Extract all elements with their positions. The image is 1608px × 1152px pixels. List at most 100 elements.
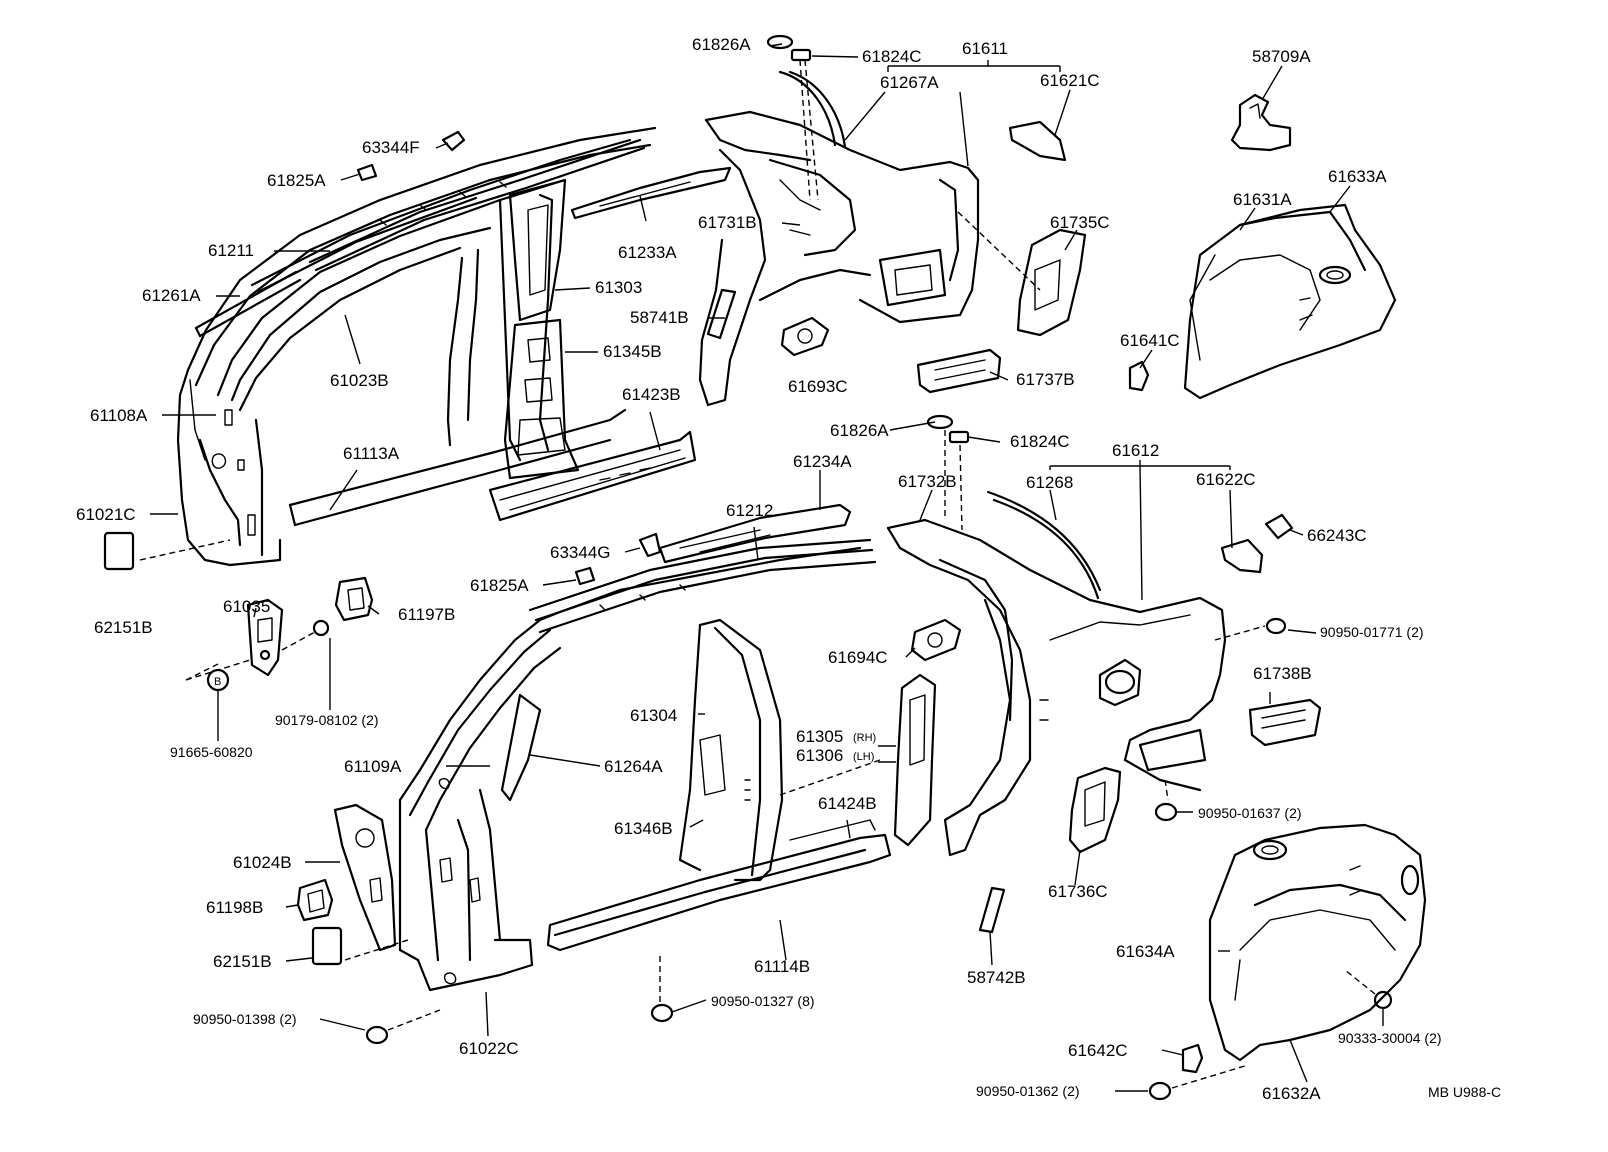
bracket-61642C: [1181, 1043, 1204, 1074]
label-61826A-top: 61826A: [692, 35, 751, 54]
label-61633A: 61633A: [1328, 167, 1387, 186]
label-61261A: 61261A: [142, 286, 201, 305]
label-61305-side: (RH): [853, 732, 876, 744]
label-61114B: 61114B: [754, 957, 810, 976]
quarter-panel-lower: [886, 518, 1227, 857]
label-61303: 61303: [595, 278, 642, 297]
leader-lines: [139, 43, 1384, 1092]
cap-61824C-bottom: [948, 430, 970, 444]
plate-63344G: [638, 532, 662, 558]
rear-wheelhouse-upper: [1183, 203, 1397, 400]
nut-90950-01327: [650, 1003, 674, 1023]
label-61824C-bottom: 61824C: [1010, 432, 1070, 451]
plate-61825A-top: [356, 163, 378, 182]
label-61024B: 61024B: [233, 853, 292, 872]
bracket-61735C: [1016, 228, 1087, 337]
label-61346B: 61346B: [614, 819, 673, 838]
roof-rail-rear-61234A: [658, 503, 852, 564]
plate-61693C: [780, 316, 830, 357]
label-61023B: 61023B: [330, 371, 389, 390]
spacer-block-62151B-bottom: [311, 926, 343, 966]
label-58742B: 58742B: [967, 968, 1026, 987]
plate-66243C: [1264, 513, 1294, 540]
label-61693C: 61693C: [788, 377, 848, 396]
bracket-61736C: [1068, 766, 1122, 854]
label-61694C: 61694C: [828, 648, 888, 667]
center-pillar-lower: [503, 318, 580, 480]
cap-61826A-bottom: [926, 414, 954, 430]
part-number-labels: 61826A 61824C 61611 61267A 61621C 58709A…: [76, 35, 1501, 1103]
label-61622C: 61622C: [1196, 470, 1256, 489]
label-61306: 61306: [796, 746, 843, 765]
nut-90950-01362: [1148, 1081, 1172, 1101]
label-61233A: 61233A: [618, 243, 677, 262]
drawing-code: MB U988-C: [1428, 1084, 1501, 1100]
label-61735C: 61735C: [1050, 213, 1110, 232]
quarter-wheel-opening-61268: [986, 490, 1102, 600]
plate-63344F: [441, 130, 466, 152]
label-61345B: 61345B: [603, 342, 662, 361]
nut-90950-01771: [1265, 617, 1287, 635]
seal-strip-58741B: [706, 288, 737, 340]
label-62151B-top: 62151B: [94, 618, 153, 637]
label-61306-side: (LH): [853, 751, 874, 763]
label-61304: 61304: [630, 706, 677, 725]
label-90333-30004: 90333-30004 (2): [1338, 1030, 1442, 1046]
bracket-61621C: [1008, 120, 1067, 162]
cap-61826A-top: [766, 34, 794, 50]
label-61736C: 61736C: [1048, 882, 1108, 901]
label-61825A-top: 61825A: [267, 171, 326, 190]
bracket-58709A: [1230, 93, 1292, 152]
marker-B: B: [214, 676, 221, 688]
center-pillar-lower-assembly: [678, 618, 784, 882]
label-61731B: 61731B: [698, 213, 757, 232]
label-63344G: 63344G: [550, 543, 611, 562]
label-90950-01398: 90950-01398 (2): [193, 1011, 297, 1027]
plate-61197B: [334, 576, 374, 622]
bracket-61737B: [916, 348, 1002, 394]
label-61826A-bottom: 61826A: [830, 421, 889, 440]
label-61738B: 61738B: [1253, 664, 1312, 683]
label-61212: 61212: [726, 501, 773, 520]
bracket-61622C: [1220, 538, 1264, 574]
roof-side-rails-front: [194, 138, 646, 338]
label-61267A: 61267A: [880, 73, 939, 92]
label-61108A: 61108A: [90, 406, 148, 425]
plate-61825A-bottom: [574, 566, 596, 586]
label-61021C: 61021C: [76, 505, 136, 524]
label-61634A: 61634A: [1116, 942, 1175, 961]
part-illustrations: [103, 34, 1427, 1101]
label-90950-01771: 90950-01771 (2): [1320, 624, 1424, 640]
label-61109A: 61109A: [344, 757, 402, 776]
label-66243C: 66243C: [1307, 526, 1367, 545]
roof-rail-rear-61233A: [570, 166, 732, 220]
label-58709A: 58709A: [1252, 47, 1311, 66]
label-61234A: 61234A: [793, 452, 852, 471]
label-90950-01637: 90950-01637 (2): [1198, 805, 1302, 821]
nut-90179-08102: [312, 619, 330, 637]
label-63344F: 63344F: [362, 138, 420, 157]
label-61198B: 61198B: [206, 898, 263, 917]
label-61423B: 61423B: [622, 385, 681, 404]
label-61022C: 61022C: [459, 1039, 519, 1058]
rocker-inner-front: [488, 430, 697, 522]
front-side-outer-panel: [176, 126, 657, 567]
front-side-lower-assembly: [398, 546, 862, 992]
label-61642C: 61642C: [1068, 1041, 1128, 1060]
label-61305: 61305: [796, 727, 843, 746]
clip-90333-30004: [1373, 990, 1393, 1010]
label-61611: 61611: [962, 39, 1008, 58]
plate-61694C: [910, 618, 962, 662]
seal-strip-58742B: [978, 886, 1006, 934]
label-58741B: 58741B: [630, 308, 689, 327]
label-61737B: 61737B: [1016, 370, 1075, 389]
label-61732B: 61732B: [898, 472, 957, 491]
label-61631A: 61631A: [1233, 190, 1292, 209]
pillar-inner-61305-61306: [893, 673, 937, 847]
label-90950-01327: 90950-01327 (8): [711, 993, 815, 1009]
panel-61024B: [333, 803, 397, 952]
label-61113A: 61113A: [343, 444, 400, 463]
label-61612: 61612: [1112, 441, 1159, 460]
label-61824C-top: 61824C: [862, 47, 922, 66]
